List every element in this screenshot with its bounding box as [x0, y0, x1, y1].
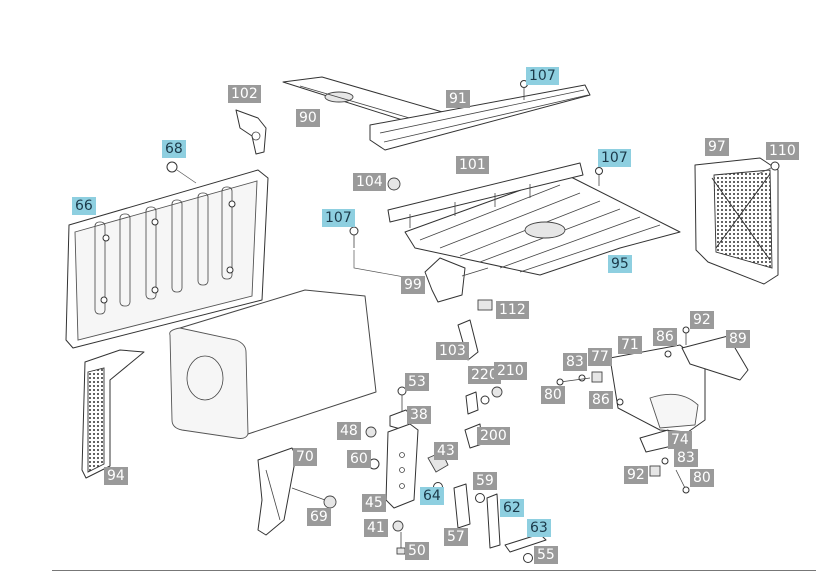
callout-89[interactable]: 89 [726, 330, 750, 348]
callout-63[interactable]: 63 [527, 519, 551, 537]
callout-210[interactable]: 210 [494, 362, 527, 380]
callout-38[interactable]: 38 [407, 406, 431, 424]
callout-92[interactable]: 92 [690, 311, 714, 329]
part-83-washer-left [578, 374, 586, 382]
part-50-bolt [396, 532, 406, 555]
callout-74[interactable]: 74 [668, 431, 692, 449]
part-41-nut [392, 520, 404, 532]
callout-53[interactable]: 53 [405, 373, 429, 391]
part-66-side-panel [65, 169, 269, 349]
callout-71[interactable]: 71 [618, 336, 642, 354]
callout-83[interactable]: 83 [563, 353, 587, 371]
callout-69[interactable]: 69 [307, 508, 331, 526]
part-59-washer [475, 493, 485, 503]
callout-102[interactable]: 102 [228, 85, 261, 103]
part-57-strip [453, 483, 471, 529]
callout-110[interactable]: 110 [766, 142, 799, 160]
callout-60[interactable]: 60 [347, 450, 371, 468]
callout-91[interactable]: 91 [446, 90, 470, 108]
bottom-divider [52, 570, 816, 571]
callout-101[interactable]: 101 [456, 156, 489, 174]
callout-55[interactable]: 55 [534, 546, 558, 564]
part-53-bolt [397, 386, 407, 414]
callout-99[interactable]: 99 [401, 276, 425, 294]
callout-95[interactable]: 95 [608, 255, 632, 273]
part-80-bolt-left [556, 377, 591, 386]
part-104-bushing [387, 177, 401, 191]
muffler-body [169, 289, 377, 439]
callout-86[interactable]: 86 [589, 391, 613, 409]
part-71-heat-shield [609, 344, 706, 433]
callout-90[interactable]: 90 [296, 109, 320, 127]
part-210-washer [491, 386, 503, 398]
callout-94[interactable]: 94 [104, 467, 128, 485]
callout-220[interactable]: 220 [468, 366, 501, 384]
callout-104[interactable]: 104 [353, 173, 386, 191]
callout-83[interactable]: 83 [674, 449, 698, 467]
part-62-strip [486, 493, 501, 549]
part-220-bracket [465, 391, 479, 415]
callout-59[interactable]: 59 [473, 472, 497, 490]
callout-86[interactable]: 86 [653, 328, 677, 346]
callout-97[interactable]: 97 [705, 138, 729, 156]
part-107-screw-right [595, 167, 603, 186]
part-55-washer [523, 553, 533, 563]
part-110-screw [757, 161, 780, 175]
part-45-bracket [385, 423, 419, 509]
callout-200[interactable]: 200 [477, 427, 510, 445]
callout-80[interactable]: 80 [690, 469, 714, 487]
callout-68[interactable]: 68 [162, 140, 186, 158]
part-94-grille-strip [81, 349, 145, 479]
part-69-bolt [291, 487, 337, 509]
callout-107[interactable]: 107 [598, 149, 631, 167]
part-86-washer-mid [616, 398, 624, 406]
part-80-bolt-bottom [675, 469, 690, 494]
callout-43[interactable]: 43 [434, 442, 458, 460]
part-86-washer-top [664, 350, 672, 358]
part-48-nut [365, 426, 377, 438]
callout-112[interactable]: 112 [496, 301, 529, 319]
part-99-bracket [424, 257, 489, 303]
part-95-floor-plate [404, 173, 681, 276]
callout-70[interactable]: 70 [293, 448, 317, 466]
part-101-rail [387, 162, 584, 228]
part-92-bolt-bottom [649, 465, 661, 477]
callout-48[interactable]: 48 [337, 422, 361, 440]
part-107-screw-left [349, 226, 411, 279]
callout-92[interactable]: 92 [624, 466, 648, 484]
part-83-washer-bottom [661, 457, 669, 465]
callout-77[interactable]: 77 [588, 348, 612, 366]
part-70-hanger [257, 447, 297, 536]
part-112-clip [477, 299, 493, 311]
part-92-bolt-top [682, 326, 690, 345]
callout-103[interactable]: 103 [436, 342, 469, 360]
callout-66[interactable]: 66 [72, 197, 96, 215]
callout-80[interactable]: 80 [541, 386, 565, 404]
part-102-bracket [235, 109, 267, 155]
part-97-grille [694, 157, 779, 285]
callout-64[interactable]: 64 [420, 487, 444, 505]
part-77-clip [591, 371, 603, 383]
callout-45[interactable]: 45 [362, 494, 386, 512]
callout-62[interactable]: 62 [500, 499, 524, 517]
callout-107[interactable]: 107 [322, 209, 355, 227]
part-91-rail [369, 84, 591, 151]
callout-107[interactable]: 107 [526, 67, 559, 85]
callout-41[interactable]: 41 [364, 519, 388, 537]
part-107-screw-top [520, 80, 528, 100]
part-68-rivet [166, 161, 197, 184]
callout-50[interactable]: 50 [405, 542, 429, 560]
part-63-plate [504, 533, 547, 553]
callout-57[interactable]: 57 [444, 528, 468, 546]
